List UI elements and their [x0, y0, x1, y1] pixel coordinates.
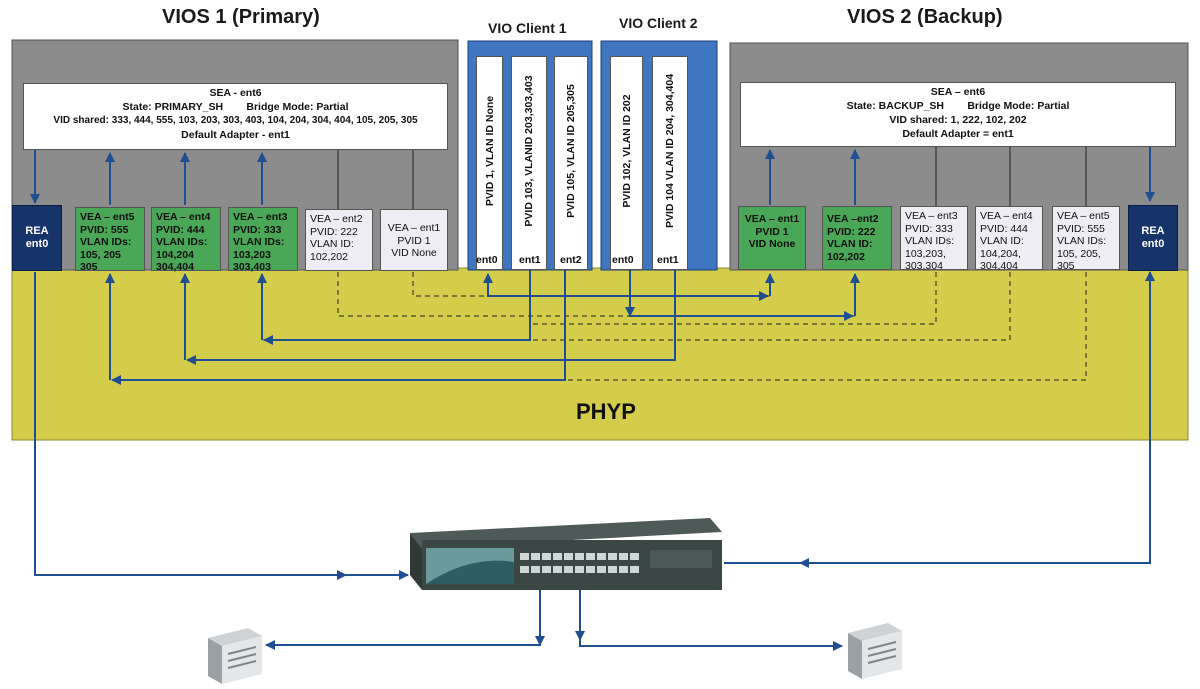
vea-line: VLAN IDs:: [156, 236, 208, 248]
client2-ent1-label: ent1: [657, 254, 679, 266]
vea-line: VLAN ID:: [310, 238, 354, 250]
client1-adapter-ent1: PVID 103, VLANID 203,303,403: [511, 56, 547, 270]
vios1-sea-vid-shared: VID shared: 333, 444, 555, 103, 203, 303…: [53, 115, 418, 126]
vios2-sea-state: State: BACKUP_SH Bridge Mode: Partial: [846, 100, 1070, 112]
vea-line: VLAN IDs:: [905, 235, 955, 247]
vea-line: VEA – ent3: [905, 210, 958, 222]
rea-line: ent0: [1141, 238, 1165, 250]
vea-line: VEA – ent3: [233, 211, 288, 223]
vea-line: 102,202: [310, 250, 348, 263]
vea-line: 304,404: [980, 260, 1018, 272]
vea-line: VEA – ent4: [980, 210, 1033, 222]
client2-ent0-vlan: PVID 102, VLAN ID 202: [621, 94, 633, 208]
client2-ent0-label: ent0: [612, 254, 634, 266]
vea-line: 303,304: [905, 260, 943, 272]
vios1-sea-name: SEA - ent6: [209, 87, 262, 99]
rea-line: REA: [1141, 225, 1165, 237]
client1-ent1-vlan: PVID 103, VLANID 203,303,403: [523, 75, 535, 227]
client1-adapter-ent0: PVID 1, VLAN ID None: [476, 56, 503, 270]
vios1-sea-state: State: PRIMARY_SH Bridge Mode: Partial: [122, 101, 349, 113]
vios2-sea-name: SEA – ent6: [930, 86, 986, 98]
vea-line: VEA – ent5: [1057, 210, 1110, 222]
vea-line: VEA – ent4: [156, 211, 211, 223]
vios2-sea-vid-shared: VID shared: 1, 222, 102, 202: [889, 114, 1027, 126]
client1-ent2-label: ent2: [560, 254, 582, 266]
network-switch-icon: [410, 518, 722, 590]
client2-adapter-ent1: PVID 104 VLAN ID 204, 304,404: [652, 56, 688, 270]
vios1-title: VIOS 1 (Primary): [162, 6, 320, 28]
vea-line: 305: [80, 261, 98, 273]
vea-line: VEA – ent2: [310, 213, 363, 225]
vea-line: VEA – ent1: [387, 222, 441, 234]
vea-line: 305: [1057, 260, 1075, 272]
vios2-title: VIOS 2 (Backup): [847, 6, 1003, 28]
vea-line: PVID 1: [397, 234, 431, 247]
vea-line: PVID: 444: [156, 223, 205, 236]
client1-ent2-vlan: PVID 105, VLAN ID 205,305: [565, 84, 577, 218]
client2-title: VIO Client 2: [619, 15, 698, 31]
vea-line: PVID: 555: [80, 223, 129, 236]
server-icon: [848, 623, 902, 679]
vios1-sea-default-adapter: Default Adapter - ent1: [181, 129, 290, 141]
vea-line: PVID: 555: [1057, 222, 1105, 235]
rea-line: REA: [25, 225, 49, 237]
vea-line: VEA – ent5: [80, 211, 135, 223]
client2-ent1-vlan: PVID 104 VLAN ID 204, 304,404: [664, 73, 676, 229]
vios2-sea-default-adapter: Default Adapter = ent1: [902, 128, 1014, 140]
vea-line: 105, 205,: [1057, 247, 1101, 260]
client1-ent0-label: ent0: [476, 254, 498, 266]
vea-line: VLAN IDs:: [80, 236, 132, 248]
vea-line: PVID: 222: [827, 225, 876, 238]
vios2-rea: REA ent0: [1128, 205, 1178, 271]
vea-line: VLAN IDs:: [233, 236, 285, 248]
vea-line: PVID: 444: [980, 222, 1028, 235]
client1-title: VIO Client 1: [488, 20, 567, 36]
vea-line: 105, 205: [80, 248, 121, 261]
vea-line: 104,204: [156, 248, 194, 261]
vea-line: PVID: 333: [233, 223, 282, 236]
phyp-label: PHYP: [576, 399, 636, 424]
vea-line: 103,203: [233, 248, 271, 261]
vea-line: 103,203,: [905, 247, 946, 260]
client1-ent0-vlan: PVID 1, VLAN ID None: [484, 95, 496, 207]
vios1-sea-box: SEA - ent6 State: PRIMARY_SH Bridge Mode…: [23, 83, 448, 150]
vea-line: 104,204,: [980, 247, 1021, 260]
vios2-sea-box: SEA – ent6 State: BACKUP_SH Bridge Mode:…: [740, 82, 1176, 147]
vea-line: PVID: 222: [310, 225, 358, 238]
rea-line: ent0: [25, 238, 49, 250]
vea-line: VEA – ent1: [744, 213, 800, 225]
vios1-rea: REA ent0: [12, 205, 62, 271]
vea-line: VLAN ID:: [827, 238, 873, 250]
vea-line: VID None: [748, 238, 796, 250]
server-icon: [208, 628, 262, 684]
client2-adapter-ent0: PVID 102, VLAN ID 202: [610, 56, 643, 270]
vea-line: PVID: 333: [905, 222, 953, 235]
vea-line: VID None: [391, 247, 437, 259]
vea-line: 303,403: [233, 261, 271, 273]
vea-line: 102,202: [827, 250, 865, 263]
vea-line: VEA –ent2: [827, 213, 879, 225]
client1-adapter-ent2: PVID 105, VLAN ID 205,305: [554, 56, 588, 270]
vea-line: VLAN IDs:: [1057, 235, 1107, 247]
vea-line: 304,404: [156, 261, 194, 273]
client1-ent1-label: ent1: [519, 254, 541, 266]
vea-line: PVID 1: [755, 225, 789, 238]
vea-line: VLAN ID:: [980, 235, 1024, 247]
